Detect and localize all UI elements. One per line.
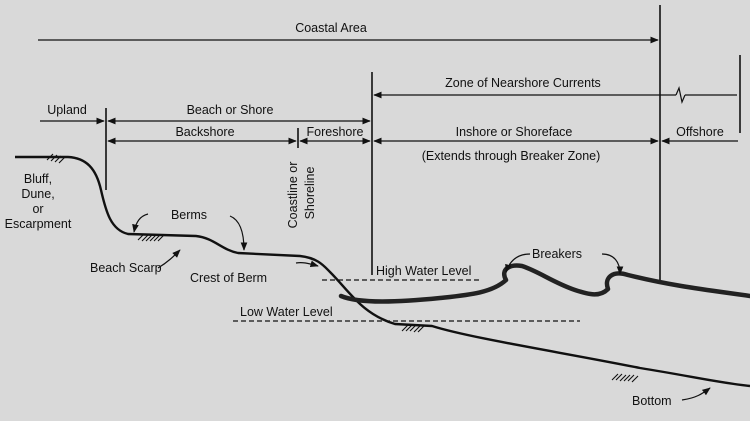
label-inshore: Inshore or Shoreface: [456, 125, 573, 139]
label-crest-of-berm: Crest of Berm: [190, 271, 267, 285]
leader-arrows: [132, 213, 711, 401]
label-breakers: Breakers: [532, 247, 582, 261]
label-bluff-4: Escarpment: [5, 217, 72, 231]
ground-profile: [15, 155, 750, 388]
hatch-marks: [46, 153, 639, 383]
label-backshore: Backshore: [175, 125, 234, 139]
label-bluff-1: Bluff,: [24, 172, 52, 186]
label-beach-scarp: Beach Scarp: [90, 261, 162, 275]
break-symbol: [675, 86, 686, 104]
label-zone-nearshore: Zone of Nearshore Currents: [445, 76, 601, 90]
label-bottom: Bottom: [632, 394, 672, 408]
water-surface-line: [338, 263, 750, 304]
label-inshore-sub: (Extends through Breaker Zone): [422, 149, 601, 163]
label-beach-or-shore: Beach or Shore: [187, 103, 274, 117]
label-coastline-2: Shoreline: [303, 167, 317, 220]
label-bluff-3: or: [32, 202, 43, 216]
label-foreshore: Foreshore: [307, 125, 364, 139]
label-coastal-area: Coastal Area: [295, 21, 367, 35]
label-low-water: Low Water Level: [240, 305, 333, 319]
label-upland: Upland: [47, 103, 87, 117]
label-bluff-2: Dune,: [21, 187, 54, 201]
label-offshore: Offshore: [676, 125, 724, 139]
label-high-water: High Water Level: [376, 264, 471, 278]
label-berms: Berms: [171, 208, 207, 222]
label-coastline-1: Coastline or: [286, 162, 300, 229]
